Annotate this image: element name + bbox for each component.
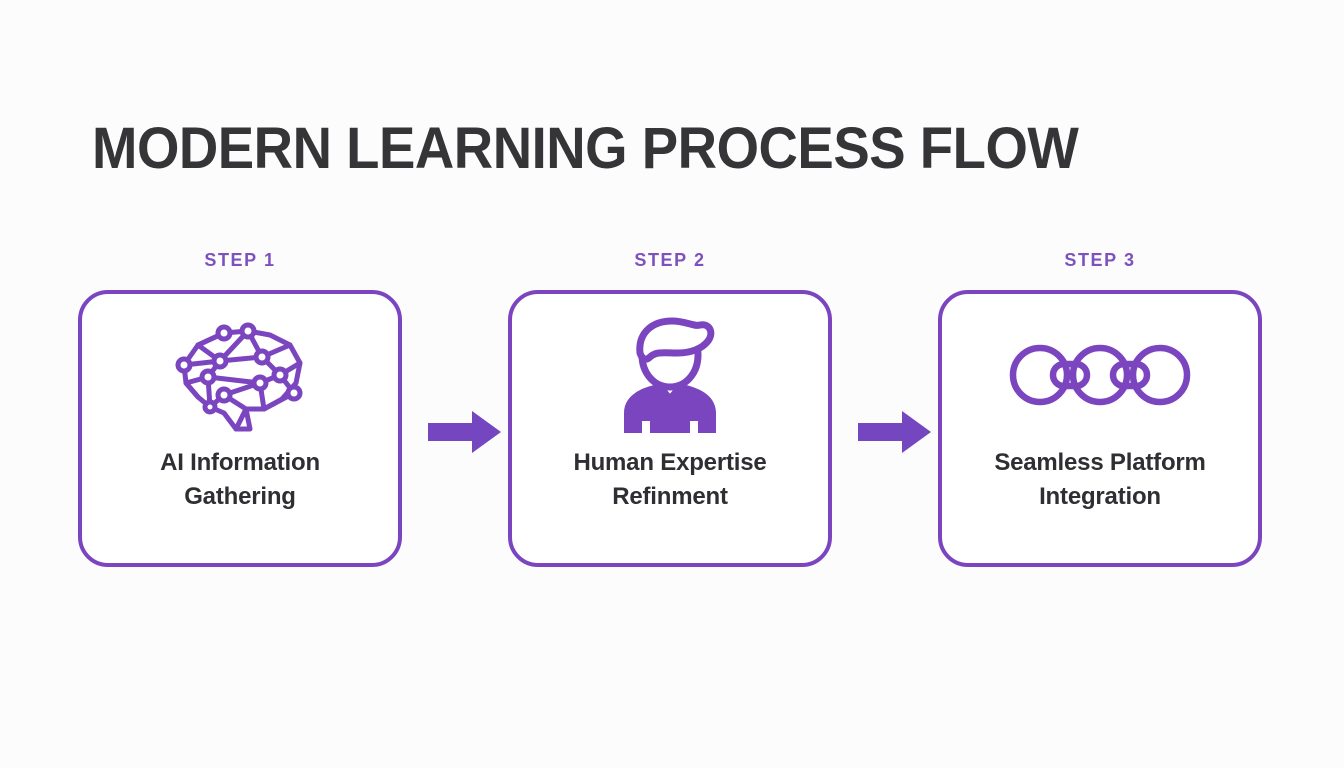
arrow-right-icon-1 bbox=[428, 410, 502, 454]
step-card-2-title-line2: Refinment bbox=[612, 483, 728, 510]
step-card-2-title-line1: Human Expertise bbox=[573, 449, 767, 476]
chain-links-icon bbox=[1008, 316, 1192, 434]
step-card-3-title-line2: Integration bbox=[1039, 483, 1161, 510]
person-expert-icon bbox=[612, 316, 728, 434]
step-card-2[interactable]: Human Expertise Refinment bbox=[508, 290, 832, 567]
step-label-1: STEP 1 bbox=[204, 250, 276, 270]
step-card-3-title-line1: Seamless Platform bbox=[994, 449, 1206, 476]
step-label-2: STEP 2 bbox=[634, 250, 706, 270]
step-card-3[interactable]: Seamless Platform Integration bbox=[938, 290, 1262, 567]
arrow-right-icon-2 bbox=[858, 410, 932, 454]
step-label-3: STEP 3 bbox=[1064, 250, 1136, 270]
page-title: MODERN LEARNING PROCESS FLOW bbox=[92, 116, 1079, 181]
process-step-1[interactable]: STEP 1 bbox=[78, 250, 402, 570]
step-card-2-title: Human Expertise Refinment bbox=[525, 446, 815, 514]
process-flow-row: STEP 1 bbox=[78, 250, 1262, 570]
brain-network-icon bbox=[164, 316, 316, 434]
step-card-3-title: Seamless Platform Integration bbox=[955, 446, 1245, 514]
process-step-3[interactable]: STEP 3 Seamless Platform Integrat bbox=[938, 250, 1262, 570]
step-card-1-title: AI Information Gathering bbox=[95, 446, 385, 514]
step-card-1[interactable]: AI Information Gathering bbox=[78, 290, 402, 567]
process-step-2[interactable]: STEP 2 Human Expertise bbox=[508, 250, 832, 570]
step-card-1-title-line2: Gathering bbox=[184, 483, 296, 510]
step-card-1-title-line1: AI Information bbox=[160, 449, 320, 476]
